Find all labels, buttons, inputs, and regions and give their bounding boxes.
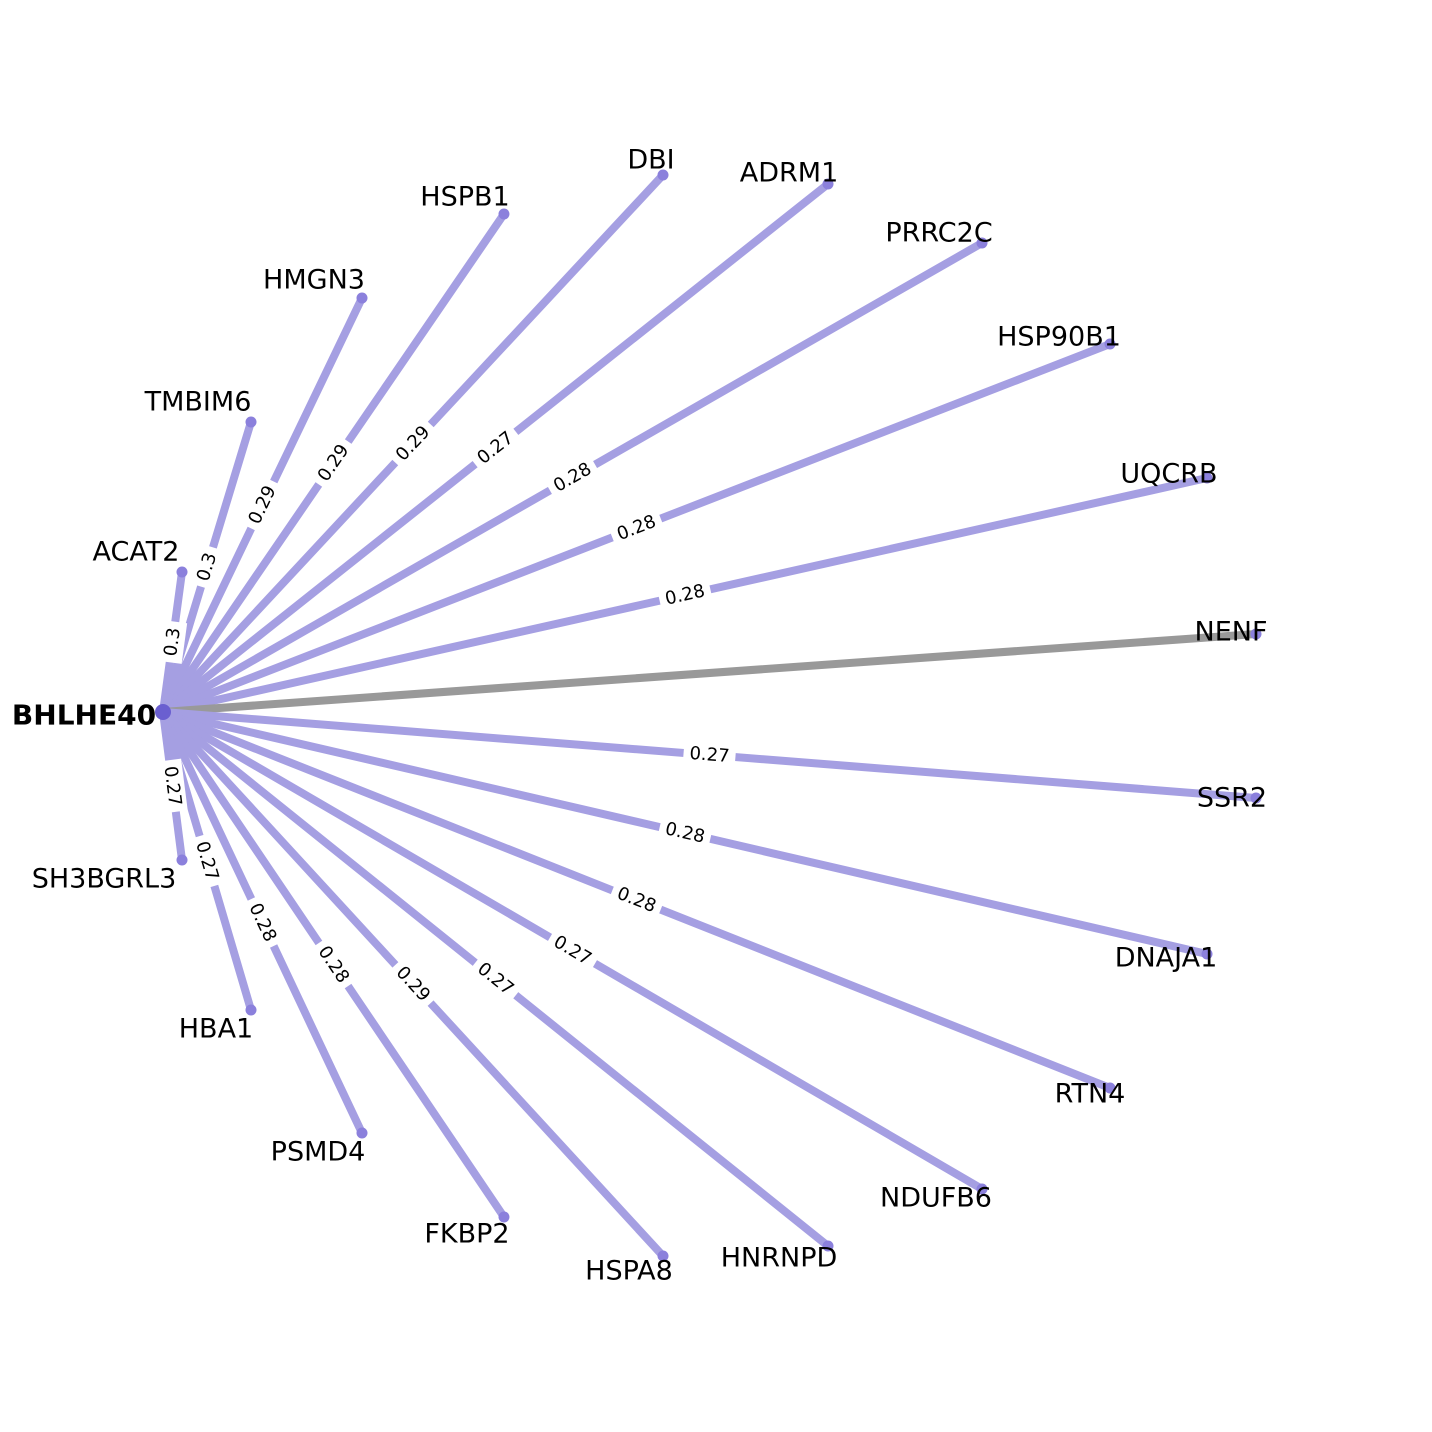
edge-weight-text: 0.27	[160, 765, 186, 807]
edge-label-bg	[607, 507, 666, 549]
edge-label-bg	[657, 577, 713, 613]
node-label-hba1: HBA1	[179, 1014, 253, 1045]
node-label-hsp90b1: HSP90B1	[997, 322, 1121, 353]
edge-label-dnaja1: 0.28	[656, 815, 714, 851]
node-dot-acat2	[176, 566, 188, 578]
edge-label-bg	[467, 422, 524, 474]
node-dot-hmgn3	[356, 292, 368, 304]
node-label-sh3bgrl3: SH3BGRL3	[32, 864, 177, 895]
node-dot-nenf	[1250, 628, 1262, 640]
node-label-fkbp2: FKBP2	[424, 1219, 509, 1250]
edge-label-bg	[386, 956, 440, 1012]
node-label-rtn4: RTN4	[1055, 1079, 1126, 1110]
node-dot-hnrnpd	[822, 1240, 834, 1252]
edge-label-bg	[543, 454, 602, 501]
edge-label-uqcrb: 0.28	[657, 577, 713, 613]
node-label-hspa8: HSPA8	[585, 1256, 673, 1287]
node-dot-rtn4	[1104, 1082, 1116, 1094]
edge-label-bg	[309, 936, 358, 993]
node-dot-ndufb6	[976, 1183, 988, 1195]
edge-label-bg	[240, 893, 285, 952]
node-dot-uqcrb	[1201, 472, 1213, 484]
node-label-dnaja1: DNAJA1	[1115, 943, 1218, 974]
node-dot-hspb1	[498, 208, 510, 220]
edge-label-sh3bgrl3: 0.27	[157, 758, 188, 814]
edge-label-bg	[157, 758, 188, 814]
edge-label-bg	[240, 476, 285, 534]
node-dot-hspa8	[657, 1250, 669, 1262]
edge-label-bg	[656, 815, 714, 851]
node-dot-psmd4	[356, 1127, 368, 1139]
edge-label-bg	[607, 879, 666, 921]
edge-label-tmbim6: 0.3	[189, 543, 225, 591]
node-label-hnrnpd: HNRNPD	[721, 1243, 838, 1274]
edge-weight-text: 0.28	[663, 580, 707, 609]
node-dot-tmbim6	[245, 416, 257, 428]
edge-label-ndufb6: 0.27	[543, 927, 602, 974]
node-label-prrc2c: PRRC2C	[885, 218, 992, 249]
edge-label-bg	[386, 416, 440, 471]
edge-label-bg	[308, 434, 359, 492]
node-label-uqcrb: UQCRB	[1120, 459, 1217, 490]
hub-node-label: BHLHE40	[12, 699, 156, 732]
node-label-ssr2: SSR2	[1197, 783, 1267, 814]
edge-label-bg	[467, 953, 524, 1005]
edge-label-bg	[188, 832, 226, 890]
edge-label-ssr2: 0.27	[682, 740, 737, 770]
node-label-nenf: NENF	[1195, 617, 1268, 648]
edge-label-acat2: 0.3	[157, 620, 188, 664]
edge-weight-text: 0.3	[193, 550, 221, 584]
node-dot-dnaja1	[1201, 948, 1213, 960]
edge-label-prrc2c: 0.28	[543, 454, 602, 501]
edge-label-hmgn3: 0.29	[240, 476, 285, 534]
edge-weight-text: 0.28	[663, 818, 707, 848]
node-dot-prrc2c	[976, 237, 988, 249]
edge-label-fkbp2: 0.28	[309, 936, 358, 993]
edge-label-bg	[543, 927, 602, 974]
edge-label-bg	[157, 620, 188, 664]
node-label-acat2: ACAT2	[93, 537, 180, 568]
node-label-hmgn3: HMGN3	[263, 265, 365, 296]
node-dot-fkbp2	[498, 1211, 510, 1223]
edge-label-bg	[189, 543, 225, 591]
node-dot-ssr2	[1250, 792, 1262, 804]
edge-nenf	[159, 630, 1260, 716]
node-dot-hsp90b1	[1104, 338, 1116, 350]
edge-weight-text: 0.27	[689, 743, 731, 767]
node-label-tmbim6: TMBIM6	[144, 387, 252, 418]
edge-weight-text: 0.3	[160, 626, 185, 657]
node-dot-adrm1	[822, 178, 834, 190]
node-dot-dbi	[657, 169, 669, 181]
edge-label-rtn4: 0.28	[607, 879, 666, 921]
node-label-hspb1: HSPB1	[420, 182, 509, 213]
node-label-adrm1: ADRM1	[740, 158, 839, 189]
edge-label-bg	[682, 740, 737, 770]
hub-node-dot	[155, 704, 171, 720]
edge-label-psmd4: 0.28	[240, 893, 285, 952]
nodes-layer	[155, 169, 1262, 1262]
node-label-ndufb6: NDUFB6	[880, 1183, 992, 1214]
node-label-psmd4: PSMD4	[271, 1137, 366, 1168]
edge-label-hsp90b1: 0.28	[607, 507, 666, 549]
node-label-dbi: DBI	[627, 145, 674, 176]
node-dot-hba1	[245, 1004, 257, 1016]
node-dot-sh3bgrl3	[176, 854, 188, 866]
